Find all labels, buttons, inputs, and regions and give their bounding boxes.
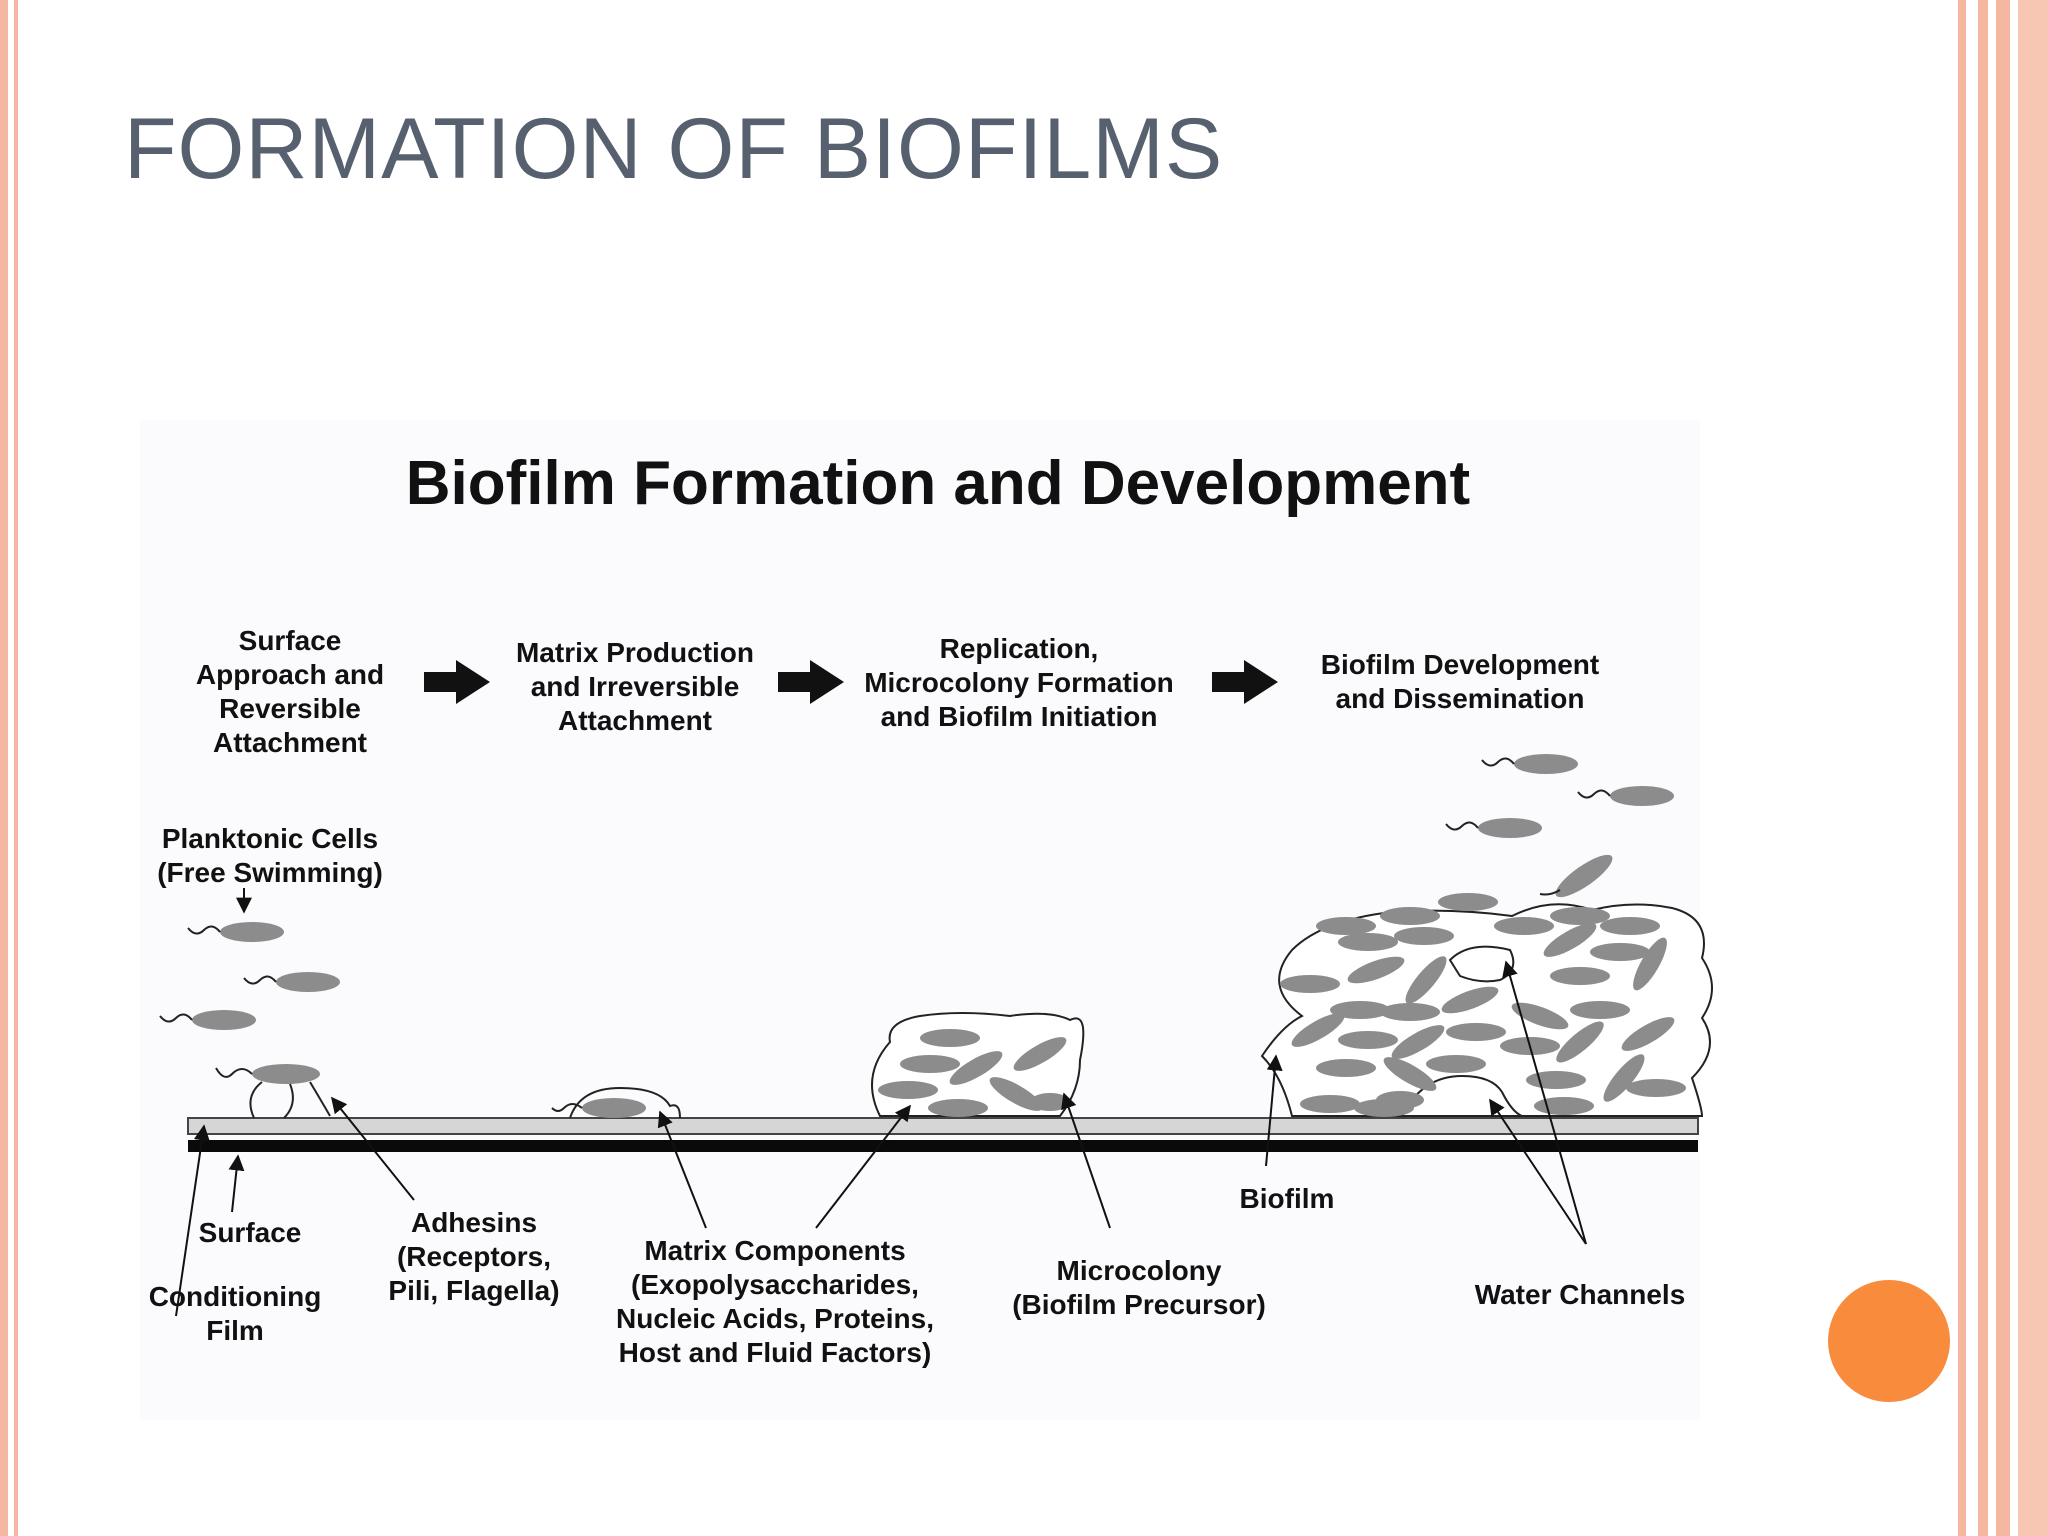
slide-border-right-stripe-2 (1996, 0, 2010, 1536)
matrix-components-label: Matrix Components (Exopolysaccharides, N… (616, 1235, 934, 1368)
surface-label: Surface (198, 1217, 302, 1248)
surface-layer (188, 1140, 1698, 1152)
planktonic-cells (159, 922, 340, 1119)
attached-cell (551, 1086, 681, 1119)
slide-border-right-stripe (1978, 0, 1988, 1536)
microcolony-label: Microcolony (Biofilm Precursor) (1012, 1255, 1266, 1320)
conditioning-film-label: Conditioning Film (148, 1281, 322, 1346)
adhesins-label: Adhesins (Receptors, Pili, Flagella) (388, 1207, 560, 1306)
biofilm-label: Biofilm (1239, 1183, 1335, 1214)
mature-biofilm (1260, 754, 1713, 1117)
conditioning-film-layer (187, 1117, 1699, 1135)
pointer-arrows (175, 960, 1587, 1317)
stage-arrow-1 (424, 660, 490, 704)
stage-arrow-3 (1212, 660, 1278, 704)
stage-arrow-2 (778, 660, 844, 704)
water-channel (1448, 945, 1515, 983)
slide-border-right-stripe-3 (2018, 0, 2048, 1536)
microcolony (871, 1012, 1085, 1117)
planktonic-cells-label: Planktonic Cells (Free Swimming) (157, 823, 383, 888)
figure-title: Biofilm Formation and Development (405, 449, 1471, 518)
slide-border-right (1958, 0, 1966, 1536)
stage-label-1: Surface Approach and Reversible Attachme… (195, 625, 385, 758)
stage-label-3: Replication, Microcolony Formation and B… (864, 633, 1174, 732)
slide-decoration-dot (1828, 1280, 1950, 1402)
stage-label-4: Biofilm Development and Dissemination (1320, 649, 1600, 714)
water-channels-label: Water Channels (1474, 1279, 1686, 1310)
stage-label-2: Matrix Production and Irreversible Attac… (515, 637, 754, 736)
slide-border-left (0, 0, 8, 1536)
slide-title: FORMATION OF BIOFILMS (124, 101, 1224, 197)
slide-border-left-inner (14, 0, 18, 1536)
